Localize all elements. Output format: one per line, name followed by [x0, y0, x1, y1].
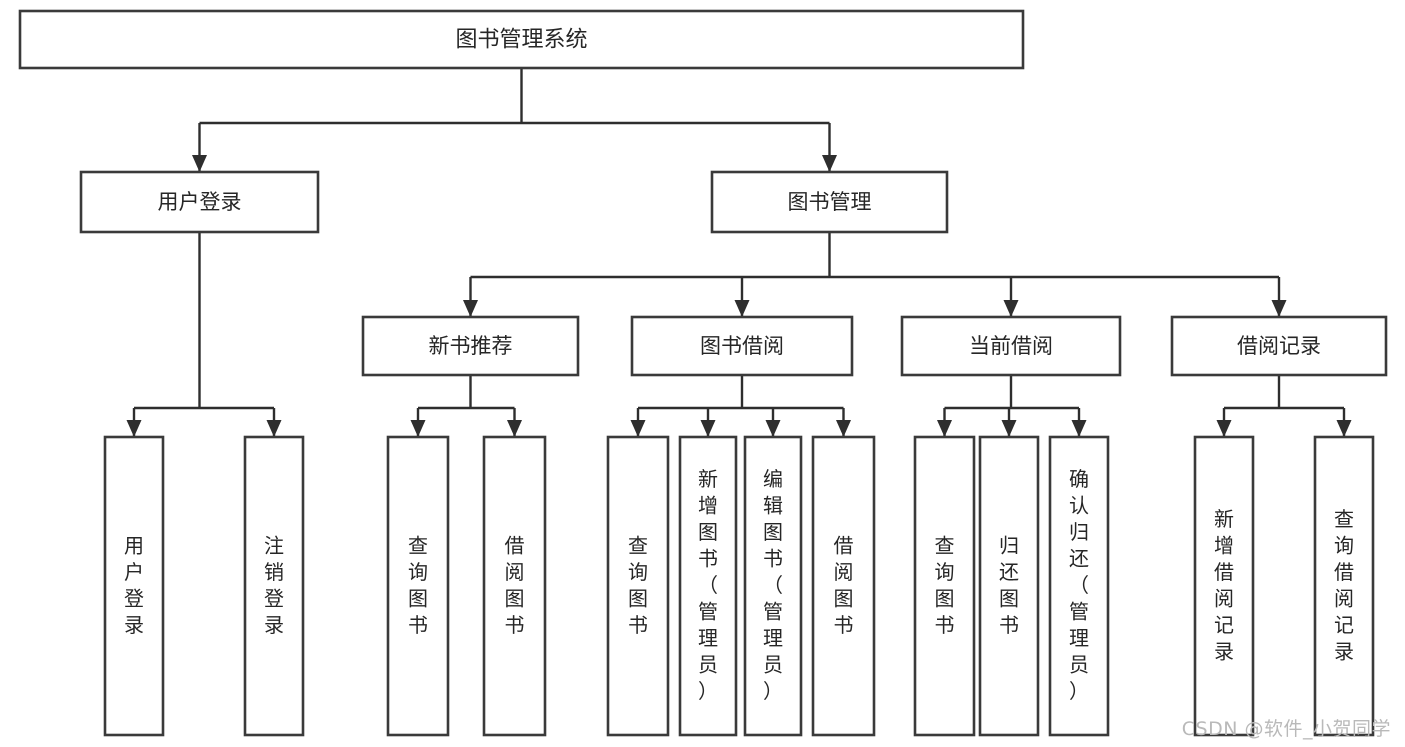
node-label: 查询图书: [628, 533, 648, 637]
arrow-head-icon: [937, 420, 952, 437]
arrow-head-icon: [822, 155, 837, 172]
node-user-login[interactable]: 用户登录: [79, 170, 320, 234]
arrow-head-icon: [1216, 420, 1232, 437]
node-box: [103, 435, 165, 737]
node-box: [1170, 315, 1388, 377]
node-leaf-borrow-book-b[interactable]: 借阅图书: [811, 435, 876, 737]
node-box: [900, 315, 1122, 377]
arrow-head-icon: [1336, 420, 1352, 437]
node-box: [811, 435, 876, 737]
node-new-book-rec[interactable]: 新书推荐: [361, 315, 580, 377]
node-label: 用户登录: [124, 533, 144, 637]
node-label: 编辑图书（管理员）: [763, 467, 783, 703]
node-leaf-user-login[interactable]: 用户登录: [103, 435, 165, 737]
arrow-head-icon: [266, 420, 282, 437]
node-box: [482, 435, 547, 737]
node-box: [743, 435, 803, 737]
arrow-head-icon: [734, 300, 750, 317]
node-leaf-query-record[interactable]: 查询借阅记录: [1313, 435, 1375, 737]
node-leaf-logout[interactable]: 注销登录: [243, 435, 305, 737]
node-box: [710, 170, 949, 234]
node-leaf-query-book-c[interactable]: 查询图书: [913, 435, 976, 737]
node-label: 确认归还（管理员）: [1069, 467, 1089, 703]
node-box: [606, 435, 670, 737]
arrow-head-icon: [410, 420, 426, 437]
node-box: [1048, 435, 1110, 737]
node-label: 图书管理系统: [455, 28, 587, 53]
node-box: [1313, 435, 1375, 737]
node-leaf-add-record[interactable]: 新增借阅记录: [1193, 435, 1255, 737]
node-label: 图书管理: [788, 190, 872, 214]
node-label: 借阅记录: [1237, 334, 1321, 358]
node-box: [913, 435, 976, 737]
node-box: [79, 170, 320, 234]
arrow-head-icon: [630, 420, 646, 437]
arrow-head-icon: [192, 155, 207, 172]
node-label: 查询图书: [408, 533, 428, 637]
node-leaf-add-book[interactable]: 新增图书（管理员）: [678, 435, 738, 737]
node-leaf-borrow-book-a[interactable]: 借阅图书: [482, 435, 547, 737]
arrow-head-icon: [1071, 420, 1087, 437]
node-leaf-query-book-b[interactable]: 查询图书: [606, 435, 670, 737]
node-book-borrow[interactable]: 图书借阅: [630, 315, 854, 377]
node-box: [630, 315, 854, 377]
node-current-borrow[interactable]: 当前借阅: [900, 315, 1122, 377]
node-box: [978, 435, 1040, 737]
node-box: [361, 315, 580, 377]
node-label: 借阅图书: [505, 533, 525, 637]
node-leaf-return-book[interactable]: 归还图书: [978, 435, 1040, 737]
node-label: 当前借阅: [969, 334, 1053, 358]
edge-layer: [126, 68, 1352, 437]
arrow-head-icon: [507, 420, 522, 437]
node-root[interactable]: 图书管理系统: [18, 9, 1025, 70]
node-label: 归还图书: [999, 533, 1019, 637]
node-box: [243, 435, 305, 737]
node-borrow-record[interactable]: 借阅记录: [1170, 315, 1388, 377]
node-label: 用户登录: [158, 190, 242, 214]
node-label: 查询借阅记录: [1334, 506, 1354, 663]
node-label: 新书推荐: [429, 334, 513, 358]
arrow-head-icon: [1001, 420, 1017, 437]
node-layer: 图书管理系统用户登录图书管理新书推荐图书借阅当前借阅借阅记录用户登录注销登录查询…: [18, 9, 1388, 737]
node-box: [386, 435, 450, 737]
node-leaf-query-book-a[interactable]: 查询图书: [386, 435, 450, 737]
node-label: 注销登录: [264, 533, 284, 637]
node-box: [1193, 435, 1255, 737]
node-leaf-confirm-return[interactable]: 确认归还（管理员）: [1048, 435, 1110, 737]
node-book-manage[interactable]: 图书管理: [710, 170, 949, 234]
arrow-head-icon: [765, 420, 781, 437]
arrow-head-icon: [836, 420, 851, 437]
arrow-head-icon: [463, 300, 478, 317]
node-label: 图书借阅: [700, 334, 784, 358]
arrow-head-icon: [1271, 300, 1287, 317]
node-label: 借阅图书: [834, 533, 854, 637]
node-label: 新增借阅记录: [1214, 506, 1234, 663]
arrow-head-icon: [1003, 300, 1019, 317]
arrow-head-icon: [126, 420, 142, 437]
arrow-head-icon: [700, 420, 716, 437]
node-label: 新增图书（管理员）: [698, 467, 718, 703]
node-leaf-edit-book[interactable]: 编辑图书（管理员）: [743, 435, 803, 737]
node-label: 查询图书: [935, 533, 955, 637]
node-box: [678, 435, 738, 737]
node-box: [18, 9, 1025, 70]
